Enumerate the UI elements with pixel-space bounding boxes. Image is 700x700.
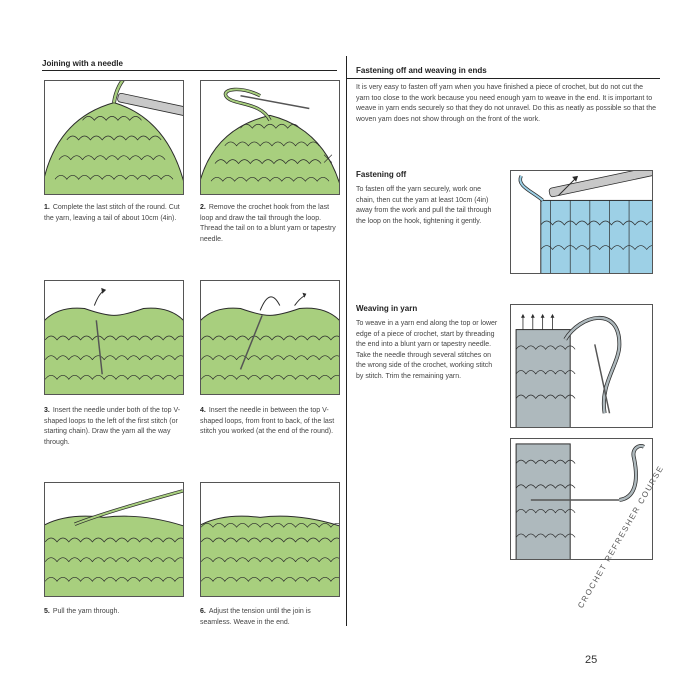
caption-step-1: 1.Complete the last stitch of the round.… [44, 203, 184, 224]
caption-step-2: 2.Remove the crochet hook from the last … [200, 203, 340, 245]
step-text: Remove the crochet hook from the last lo… [200, 204, 336, 243]
step-text: Insert the needle in between the top V-s… [200, 407, 335, 435]
step-text: Complete the last stitch of the round. C… [44, 204, 180, 222]
illustration-step-4 [200, 280, 340, 395]
caption-step-6: 6.Adjust the tension until the join is s… [200, 607, 340, 628]
step-number: 5. [44, 608, 50, 615]
step-number: 6. [200, 608, 206, 615]
rule-right [346, 78, 660, 79]
weaving-in-yarn-text: To weave in a yarn end along the top or … [356, 320, 498, 380]
subheading-fastening-off: Fastening off [356, 170, 407, 179]
illustration-step-3 [44, 280, 184, 395]
step-text: Pull the yarn through. [52, 608, 120, 615]
section-title-joining: Joining with a needle [42, 59, 123, 68]
page-number: 25 [585, 654, 598, 666]
step-number: 1. [44, 204, 50, 211]
subheading-weaving-in-yarn: Weaving in yarn [356, 304, 418, 313]
step-number: 3. [44, 407, 50, 414]
illustration-fastening-off [510, 170, 653, 274]
section-title-fastening: Fastening off and weaving in ends [356, 66, 487, 75]
rule-left [42, 70, 337, 71]
step-number: 2. [200, 204, 206, 211]
caption-step-5: 5.Pull the yarn through. [44, 607, 184, 618]
step-text: Adjust the tension until the join is sea… [200, 608, 311, 626]
illustration-step-5 [44, 482, 184, 597]
fastening-off-text: To fasten off the yarn securely, work on… [356, 186, 492, 225]
step-number: 4. [200, 407, 206, 414]
column-divider [346, 56, 347, 626]
illustration-step-6 [200, 482, 340, 597]
illustration-step-2 [200, 80, 340, 195]
illustration-weaving-1 [510, 304, 653, 428]
caption-step-4: 4.Insert the needle in between the top V… [200, 406, 340, 438]
illustration-step-1 [44, 80, 184, 195]
caption-step-3: 3.Insert the needle under both of the to… [44, 406, 184, 448]
illustration-weaving-2 [510, 438, 653, 560]
step-text: Insert the needle under both of the top … [44, 407, 181, 446]
intro-paragraph: It is very easy to fasten off yarn when … [356, 84, 657, 123]
